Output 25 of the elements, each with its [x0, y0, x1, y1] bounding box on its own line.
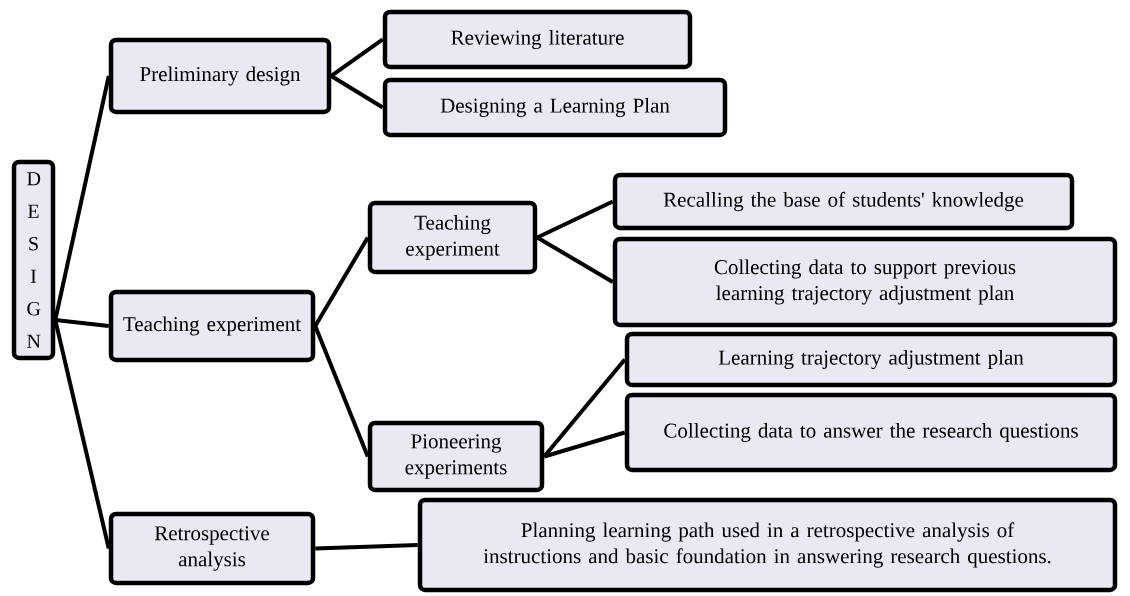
- connector-line: [55, 318, 109, 328]
- connector-line: [313, 325, 370, 458]
- process-box: Teaching experiment: [108, 289, 316, 363]
- process-box: Planning learning path used in a retrospective analysis of instructions and basic foundation in answering research questions.: [417, 497, 1118, 593]
- connector-line: [313, 236, 370, 327]
- process-box: Recalling the base of students' knowledge: [612, 172, 1075, 231]
- process-box: Collecting data to answer the research questions: [624, 392, 1118, 473]
- connector-line: [543, 430, 626, 459]
- process-box: Preliminary design: [108, 37, 332, 115]
- process-box: Reviewing literature: [382, 9, 693, 70]
- process-box: Learning trajectory adjustment plan: [624, 331, 1118, 388]
- connector-line: [330, 37, 384, 78]
- connector-line: [536, 199, 614, 240]
- process-box: Designing a Learning Plan: [382, 77, 728, 138]
- process-box: Teaching experiment: [367, 200, 538, 275]
- process-box: Retrospective analysis: [108, 511, 316, 586]
- connector-line: [542, 358, 627, 458]
- connector-line: [53, 319, 111, 549]
- title-box: D E S I G N: [11, 159, 56, 361]
- connector-line: [315, 543, 418, 551]
- process-box: Collecting data to support previous learning trajectory adjustment plan: [612, 236, 1118, 328]
- process-box: Pioneering experiments: [367, 420, 545, 493]
- connector-line: [53, 75, 111, 321]
- connector-line: [536, 235, 614, 284]
- connector-line: [330, 74, 384, 110]
